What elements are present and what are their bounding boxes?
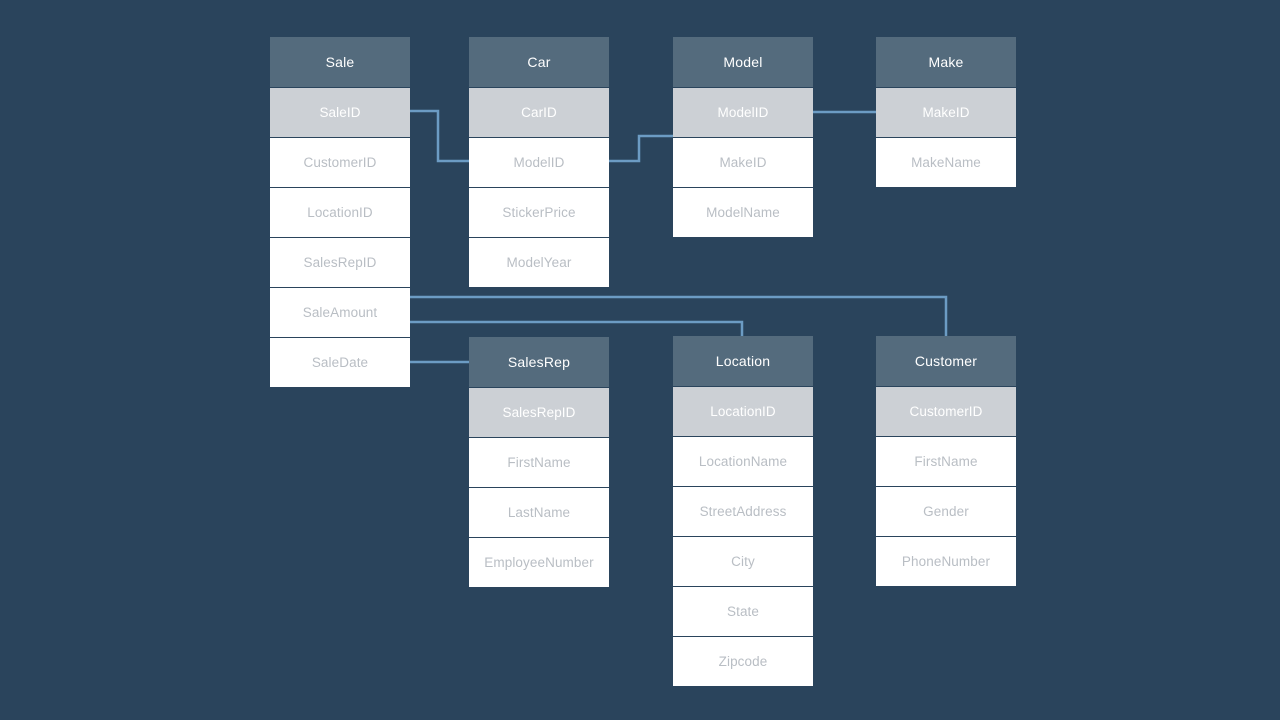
entity-title-model: Model — [673, 37, 813, 87]
field-modelname[interactable]: ModelName — [673, 187, 813, 237]
entity-title-salesrep: SalesRep — [469, 337, 609, 387]
field-gender[interactable]: Gender — [876, 486, 1016, 536]
field-zipcode[interactable]: Zipcode — [673, 636, 813, 686]
field-makename[interactable]: MakeName — [876, 137, 1016, 187]
field-salesrepid[interactable]: SalesRepID — [270, 237, 410, 287]
field-modelyear[interactable]: ModelYear — [469, 237, 609, 287]
field-employeenumber[interactable]: EmployeeNumber — [469, 537, 609, 587]
field-modelid[interactable]: ModelID — [469, 137, 609, 187]
field-makeid[interactable]: MakeID — [673, 137, 813, 187]
connector-sale-to-car — [410, 109, 469, 163]
entity-title-make: Make — [876, 37, 1016, 87]
entity-title-location: Location — [673, 336, 813, 386]
connector-sale-to-customer — [410, 295, 948, 336]
primary-key-field-modelid[interactable]: ModelID — [673, 87, 813, 137]
field-locationid[interactable]: LocationID — [270, 187, 410, 237]
field-locationname[interactable]: LocationName — [673, 436, 813, 486]
field-state[interactable]: State — [673, 586, 813, 636]
primary-key-field-carid[interactable]: CarID — [469, 87, 609, 137]
connector-sale-to-location — [410, 320, 744, 336]
primary-key-field-salesrepid[interactable]: SalesRepID — [469, 387, 609, 437]
entity-title-sale: Sale — [270, 37, 410, 87]
primary-key-field-locationid[interactable]: LocationID — [673, 386, 813, 436]
field-firstname[interactable]: FirstName — [469, 437, 609, 487]
field-lastname[interactable]: LastName — [469, 487, 609, 537]
connector-car-to-model — [609, 134, 673, 163]
primary-key-field-saleid[interactable]: SaleID — [270, 87, 410, 137]
field-saleamount[interactable]: SaleAmount — [270, 287, 410, 337]
field-streetaddress[interactable]: StreetAddress — [673, 486, 813, 536]
field-firstname[interactable]: FirstName — [876, 436, 1016, 486]
primary-key-field-makeid[interactable]: MakeID — [876, 87, 1016, 137]
field-customerid[interactable]: CustomerID — [270, 137, 410, 187]
field-saledate[interactable]: SaleDate — [270, 337, 410, 387]
entity-title-customer: Customer — [876, 336, 1016, 386]
field-phonenumber[interactable]: PhoneNumber — [876, 536, 1016, 586]
field-stickerprice[interactable]: StickerPrice — [469, 187, 609, 237]
entity-title-car: Car — [469, 37, 609, 87]
primary-key-field-customerid[interactable]: CustomerID — [876, 386, 1016, 436]
field-city[interactable]: City — [673, 536, 813, 586]
